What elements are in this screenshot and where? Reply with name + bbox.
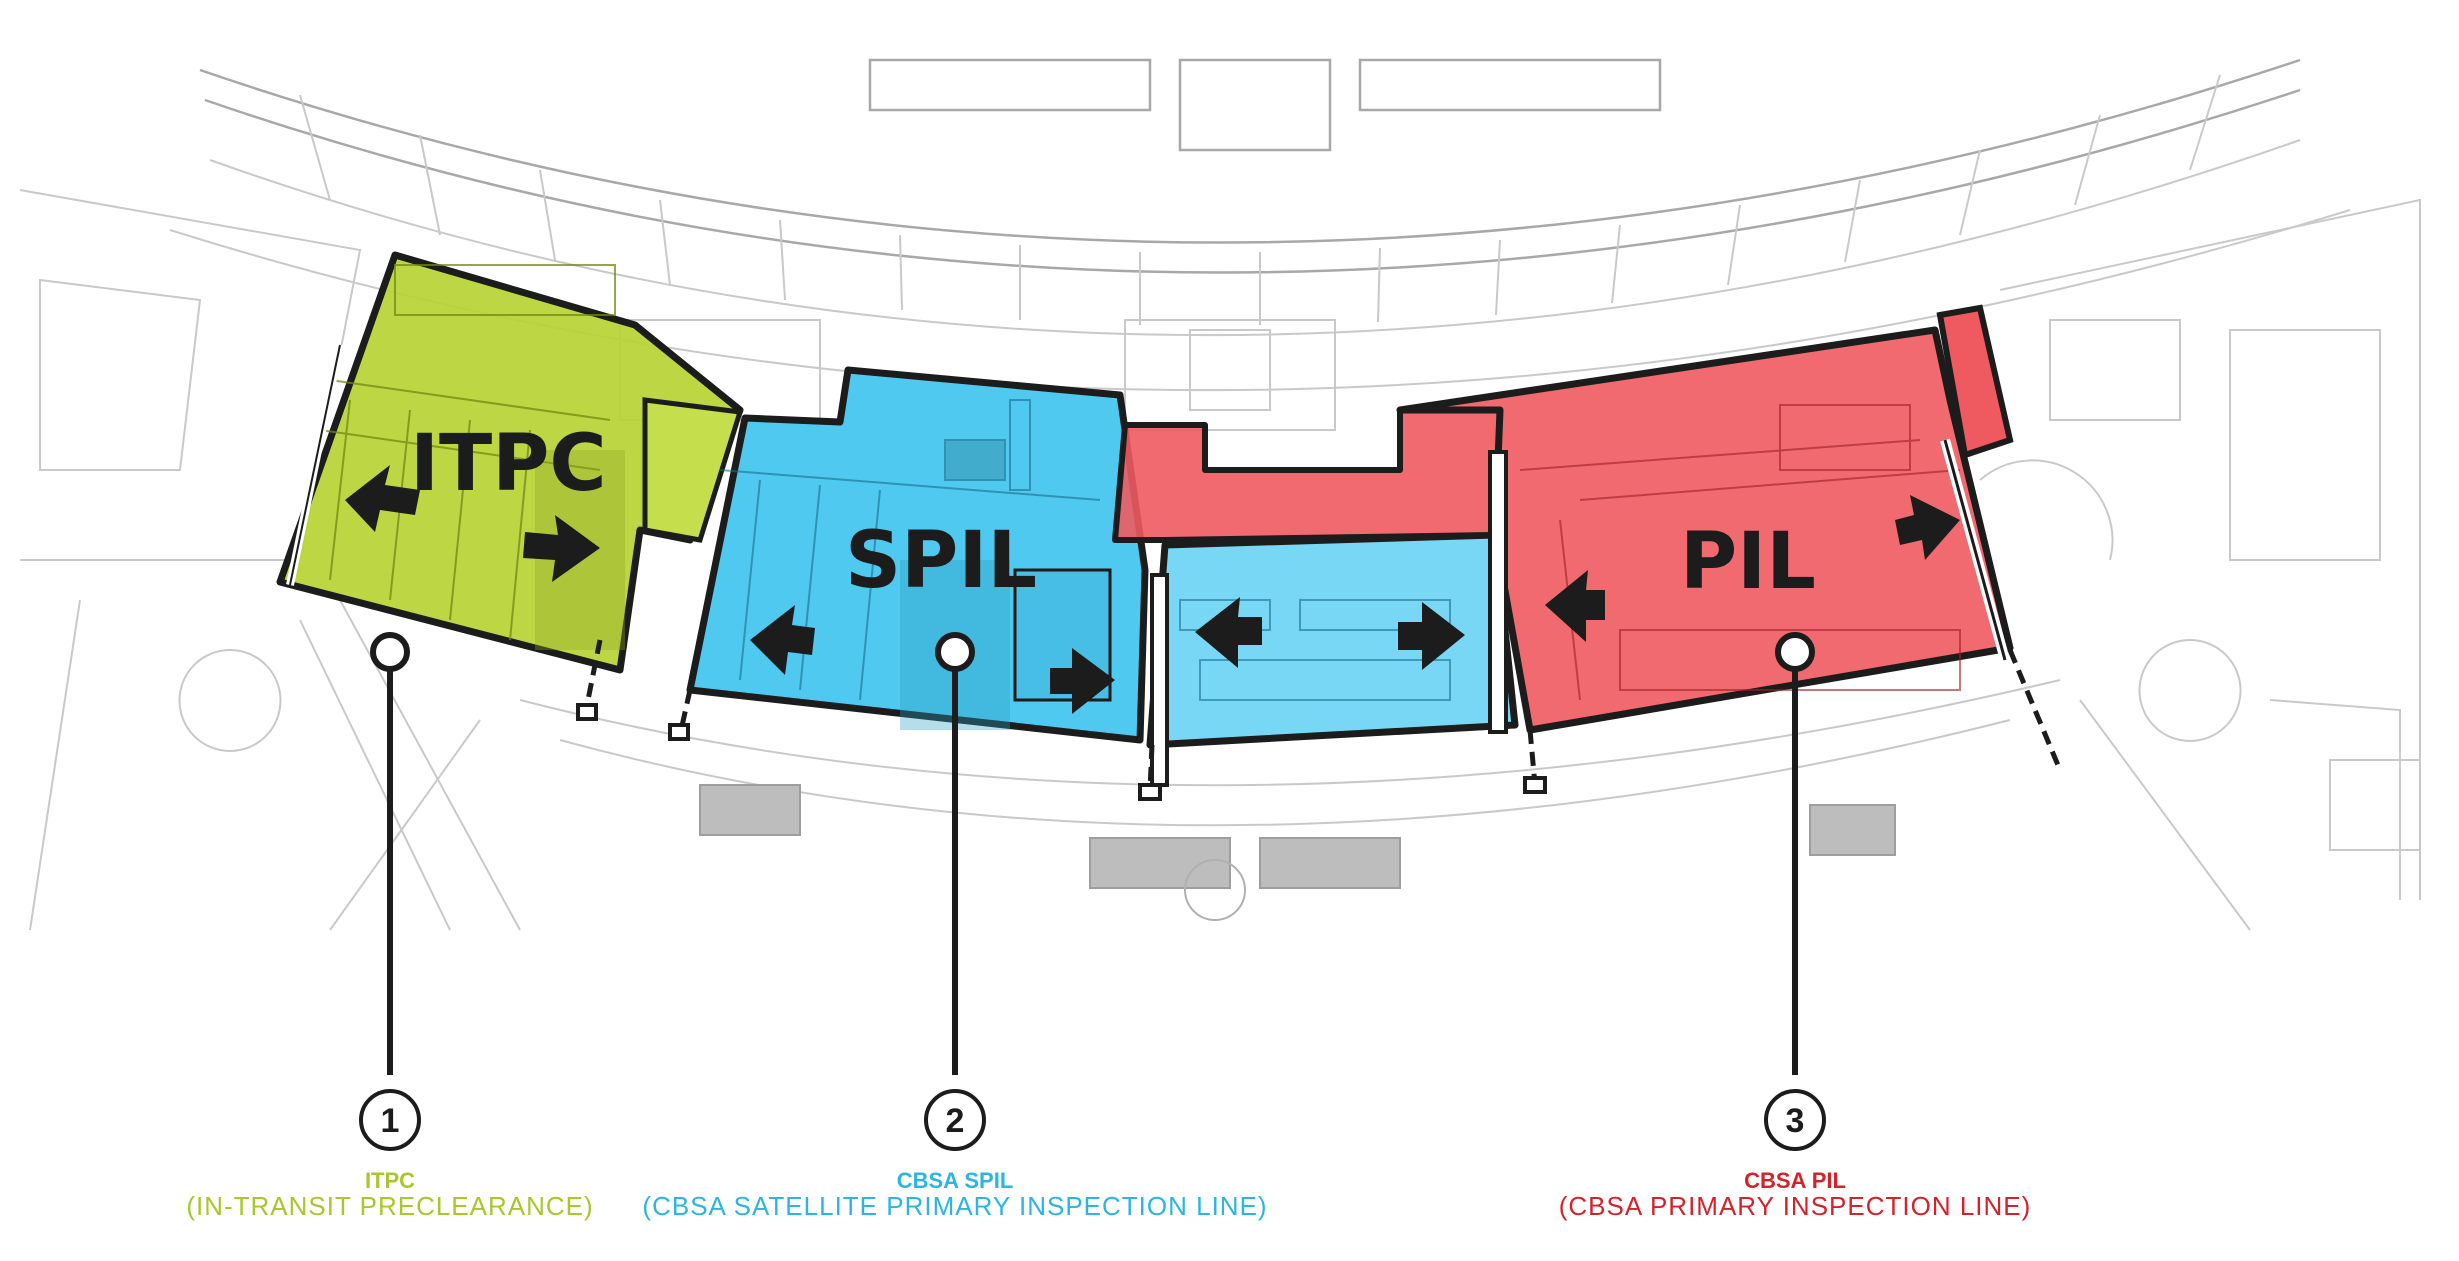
svg-text:(CBSA SATELLITE PRIMARY INSPEC: (CBSA SATELLITE PRIMARY INSPECTION LINE) (642, 1191, 1267, 1221)
caption-pil: CBSA PIL (CBSA PRIMARY INSPECTION LINE) (1559, 1168, 2032, 1221)
callout-leaders (387, 670, 1798, 1075)
svg-text:(IN-TRANSIT PRECLEARANCE): (IN-TRANSIT PRECLEARANCE) (186, 1191, 593, 1221)
callout-number-1: 1 (359, 1089, 421, 1151)
arrow-left-icon (1545, 570, 1605, 642)
svg-text:ITPC: ITPC (365, 1168, 415, 1193)
zone-label-pil: PIL (1680, 517, 1816, 607)
caption-spil: CBSA SPIL (CBSA SATELLITE PRIMARY INSPEC… (642, 1168, 1267, 1221)
arrow-right-icon (1050, 648, 1115, 714)
zone-label-spil: SPIL (845, 516, 1037, 606)
arrow-left-icon (750, 605, 815, 675)
svg-text:3: 3 (1786, 1102, 1805, 1140)
callout-number-3: 3 (1764, 1089, 1826, 1151)
arrow-left-icon (345, 465, 420, 532)
svg-text:1: 1 (381, 1102, 400, 1140)
arrow-right-icon (523, 515, 600, 582)
svg-text:CBSA SPIL: CBSA SPIL (897, 1168, 1014, 1193)
callout-marker-icon (370, 632, 1815, 672)
zone-pil (1112, 304, 2014, 734)
svg-text:(CBSA PRIMARY INSPECTION LINE): (CBSA PRIMARY INSPECTION LINE) (1559, 1191, 2032, 1221)
arrow-right-icon (1398, 602, 1465, 670)
zone-label-itpc: ITPC (410, 419, 607, 509)
arrow-left-icon (1195, 597, 1262, 668)
caption-itpc: ITPC (IN-TRANSIT PRECLEARANCE) (186, 1168, 593, 1221)
svg-text:2: 2 (946, 1102, 965, 1140)
base-floor-plan (19, 58, 2421, 931)
callout-number-2: 2 (924, 1089, 986, 1151)
dashed-connectors (582, 639, 2063, 791)
svg-text:CBSA PIL: CBSA PIL (1744, 1168, 1846, 1193)
flow-arrows (345, 465, 1960, 714)
arrow-right-icon (1895, 495, 1960, 560)
zone-spil (686, 366, 1519, 787)
